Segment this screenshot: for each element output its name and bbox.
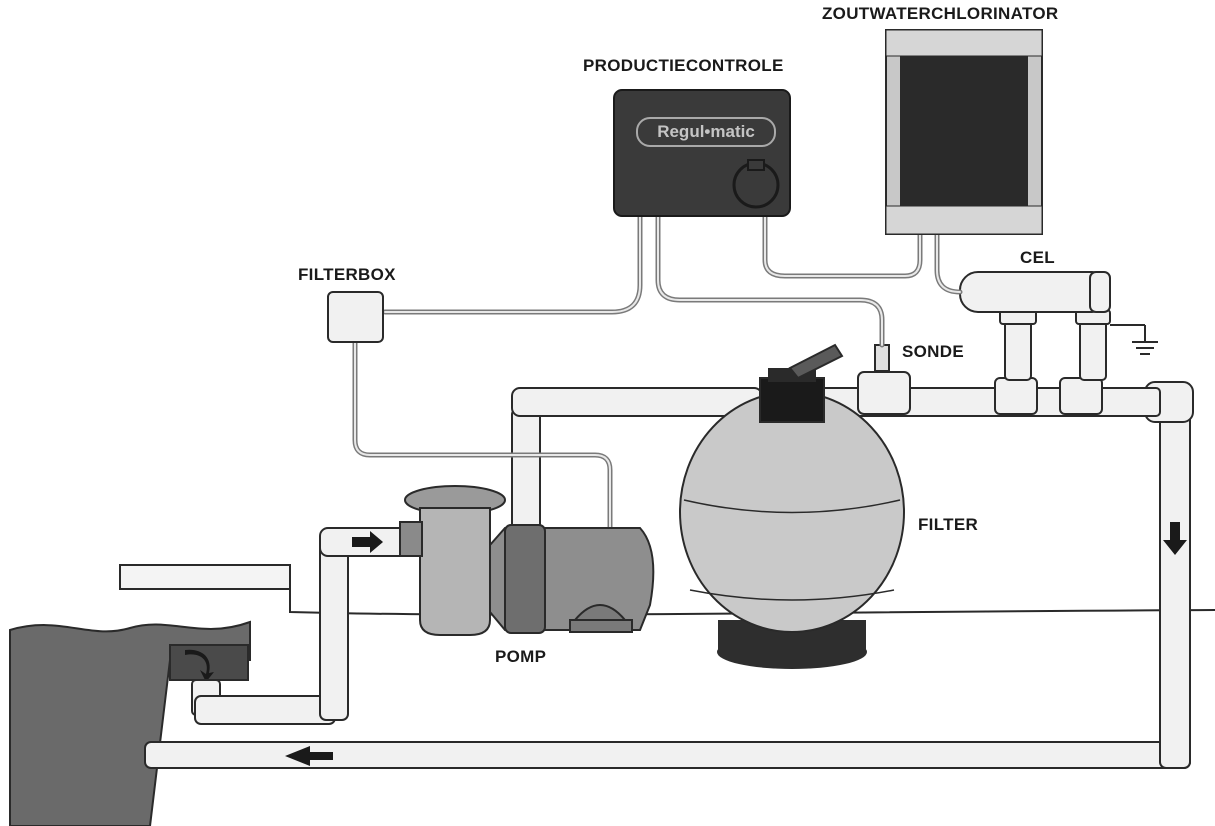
cell-outlet-tee: [1059, 377, 1103, 415]
return-pipe: [144, 381, 1194, 769]
label-chlorinator: ZOUTWATERCHLORINATOR: [822, 4, 1059, 23]
multiport-valve: [759, 377, 825, 423]
sand-filter-tank: [679, 343, 905, 669]
pressure-pipe: [511, 371, 1161, 541]
skimmer-flow-arrow: [185, 649, 214, 682]
label-pump: POMP: [495, 647, 547, 666]
pool-wall: [9, 620, 251, 826]
label-production-control: PRODUCTIECONTROLE: [583, 56, 784, 75]
suction-pipe: [191, 527, 411, 725]
label-filterbox: FILTERBOX: [298, 265, 396, 284]
salt-chlorinator-unit: [885, 29, 1043, 235]
cell-inlet-tee: [994, 377, 1038, 415]
return-flow-arrow-left: [285, 746, 333, 766]
label-filter: FILTER: [918, 515, 979, 534]
label-cell: CEL: [1020, 248, 1055, 267]
ground-symbol: [1110, 324, 1158, 355]
return-flow-arrow-down: [1163, 522, 1187, 555]
pool-deck-edge: [119, 564, 291, 590]
ground-line: [119, 564, 1215, 616]
label-probe: SONDE: [902, 342, 964, 361]
probe-tee: [857, 371, 911, 415]
cable-cores: [354, 214, 961, 536]
salt-cell: [959, 271, 1111, 381]
suction-flow-arrow: [352, 531, 383, 553]
valve-handle: [788, 343, 844, 380]
production-control-unit: [613, 89, 791, 217]
probe-sensor: [874, 344, 890, 372]
pump-unit: [399, 485, 655, 636]
regulmatic-brand-plate: Regul•matic: [636, 117, 776, 147]
filterbox: [327, 291, 384, 343]
